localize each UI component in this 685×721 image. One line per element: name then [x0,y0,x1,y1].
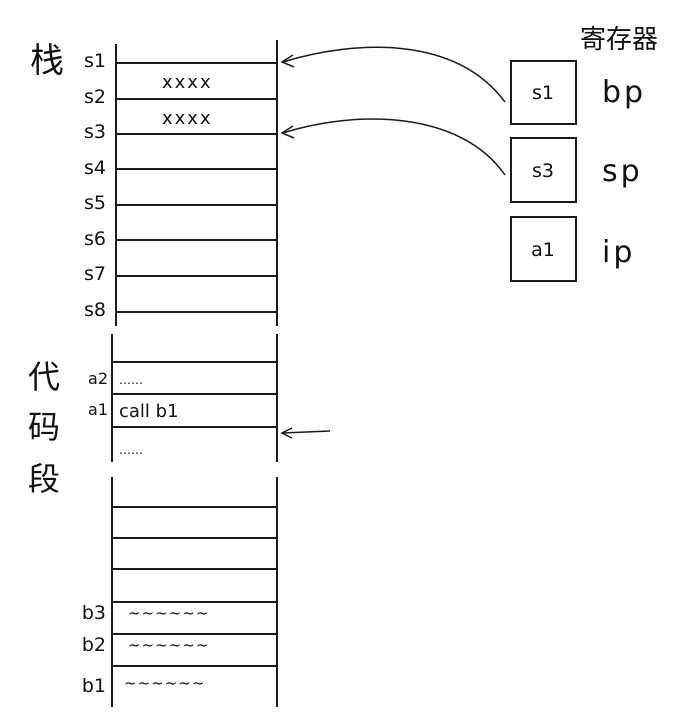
stack-slot-label: s6 [84,228,106,250]
lower-row-label: b1 [82,675,106,697]
register-box [510,137,577,203]
bp-pointer-arrow [282,46,506,103]
register-box-value: a1 [531,239,555,261]
stack-slot-label: s7 [84,263,106,285]
code-row-content: …… [119,443,143,457]
stack-slot-label: s4 [84,157,106,179]
code-row-content: call b1 [119,401,179,422]
lower-row-contents: ~~~~~~ ~~~~~~ ~~~~~~ [124,604,209,692]
register-name: bp [602,75,646,110]
code-row-content: …… [119,373,143,387]
code-row-labels: a2 a1 [88,369,108,419]
lower-row-content: ~~~~~~ [128,636,209,654]
arrowhead [280,54,295,68]
register-box [510,60,577,125]
register-name: ip [602,235,635,270]
stack-slot-labels: s1 s2 s3 s4 s5 s6 s7 s8 [84,50,106,321]
stack-section [115,40,278,326]
stack-slot-label: s8 [84,299,106,321]
stack-slot-label: s1 [84,50,106,72]
code-title-char: 段 [28,460,60,498]
stack-slot-label: s3 [84,121,106,143]
sp-pointer-arrow [282,118,506,176]
register-ip: a1 ip [510,216,635,282]
code-row-label: a1 [88,400,108,419]
lower-section [111,477,278,707]
register-box-value: s3 [532,160,554,182]
lower-row-label: b3 [82,602,106,624]
register-sp: s3 sp [510,137,643,203]
lower-row-labels: b3 b2 b1 [82,602,106,697]
ip-pointer-arrow [282,430,331,434]
stack-slot-label: s2 [84,86,106,108]
code-title-char: 代 [28,358,60,396]
code-title-char: 码 [28,408,60,446]
code-row-contents: …… call b1 …… [119,373,179,457]
arrowhead [280,125,295,139]
code-title: 代 码 段 [28,358,60,498]
lower-row-content: ~~~~~~ [128,604,209,622]
arrowhead [280,427,293,439]
register-name: sp [602,154,643,189]
register-box-value: s1 [532,82,554,104]
register-box [510,216,577,282]
registers-title: 寄存器 [580,25,658,55]
stack-slot-content: xxxx [162,108,213,129]
stack-slot-label: s5 [84,192,106,214]
stack-slot-content: xxxx [162,72,213,93]
stack-slot-contents: xxxx xxxx [162,72,213,129]
code-row-label: a2 [88,369,108,388]
lower-row-label: b2 [82,634,106,656]
stack-title: 栈 [30,41,64,81]
code-section [111,334,278,462]
lower-row-content: ~~~~~~ [124,674,205,692]
pointer-arrows [280,46,506,439]
register-bp: s1 bp [510,60,646,125]
